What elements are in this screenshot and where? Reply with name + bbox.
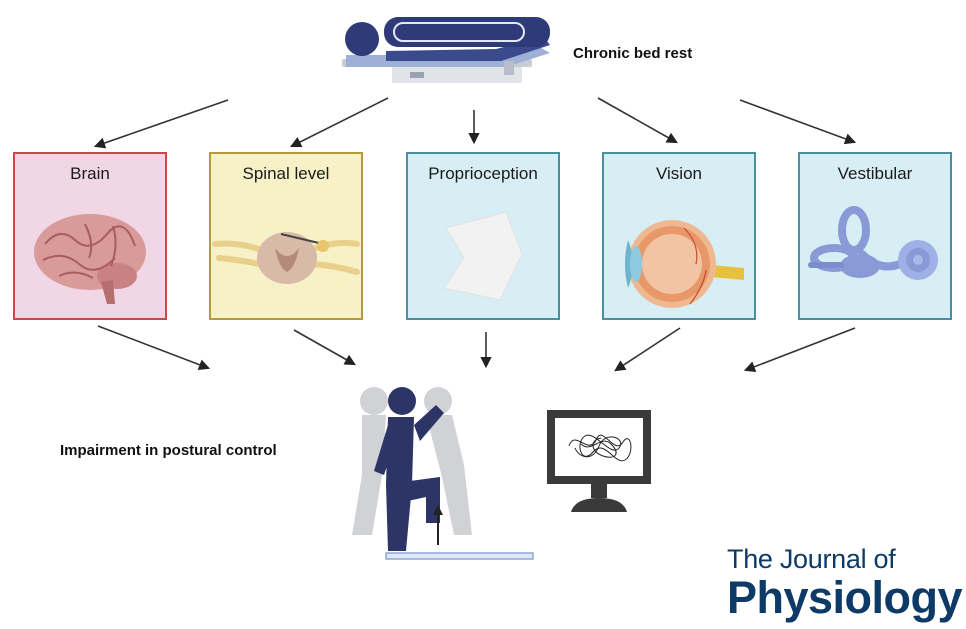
bed-rest-label: Chronic bed rest [573,45,692,62]
inner-ear-icon [800,154,950,318]
eye-icon [604,154,754,318]
bed-icon [336,5,566,95]
arrow-bed-to-vestibular [740,100,854,142]
journal-title-line1: The Journal of [727,546,962,573]
box-proprioception: Proprioception [406,152,560,320]
monitor-icon [545,408,655,514]
arrow-brain-to-posture [98,326,208,368]
arrow-vision-to-posture [616,328,680,370]
box-vestibular: Vestibular [798,152,952,320]
postural-control-label: Impairment in postural control [60,442,277,459]
box-vision: Vision [602,152,756,320]
brain-icon [15,154,165,318]
proprioception-icon [408,154,558,318]
walking-figure-icon [342,385,542,561]
journal-logo: The Journal of Physiology [727,546,962,620]
box-spinal-level: Spinal level [209,152,363,320]
spinal-cord-icon [211,154,361,318]
arrow-bed-to-brain [96,100,228,146]
arrow-bed-to-spinal [292,98,388,146]
arrow-bed-to-vision [598,98,676,142]
arrow-vestibular-to-posture [746,328,855,370]
arrow-spinal-to-posture [294,330,354,364]
force-platform [385,552,535,562]
journal-title-line2: Physiology [727,575,962,620]
box-brain: Brain [13,152,167,320]
